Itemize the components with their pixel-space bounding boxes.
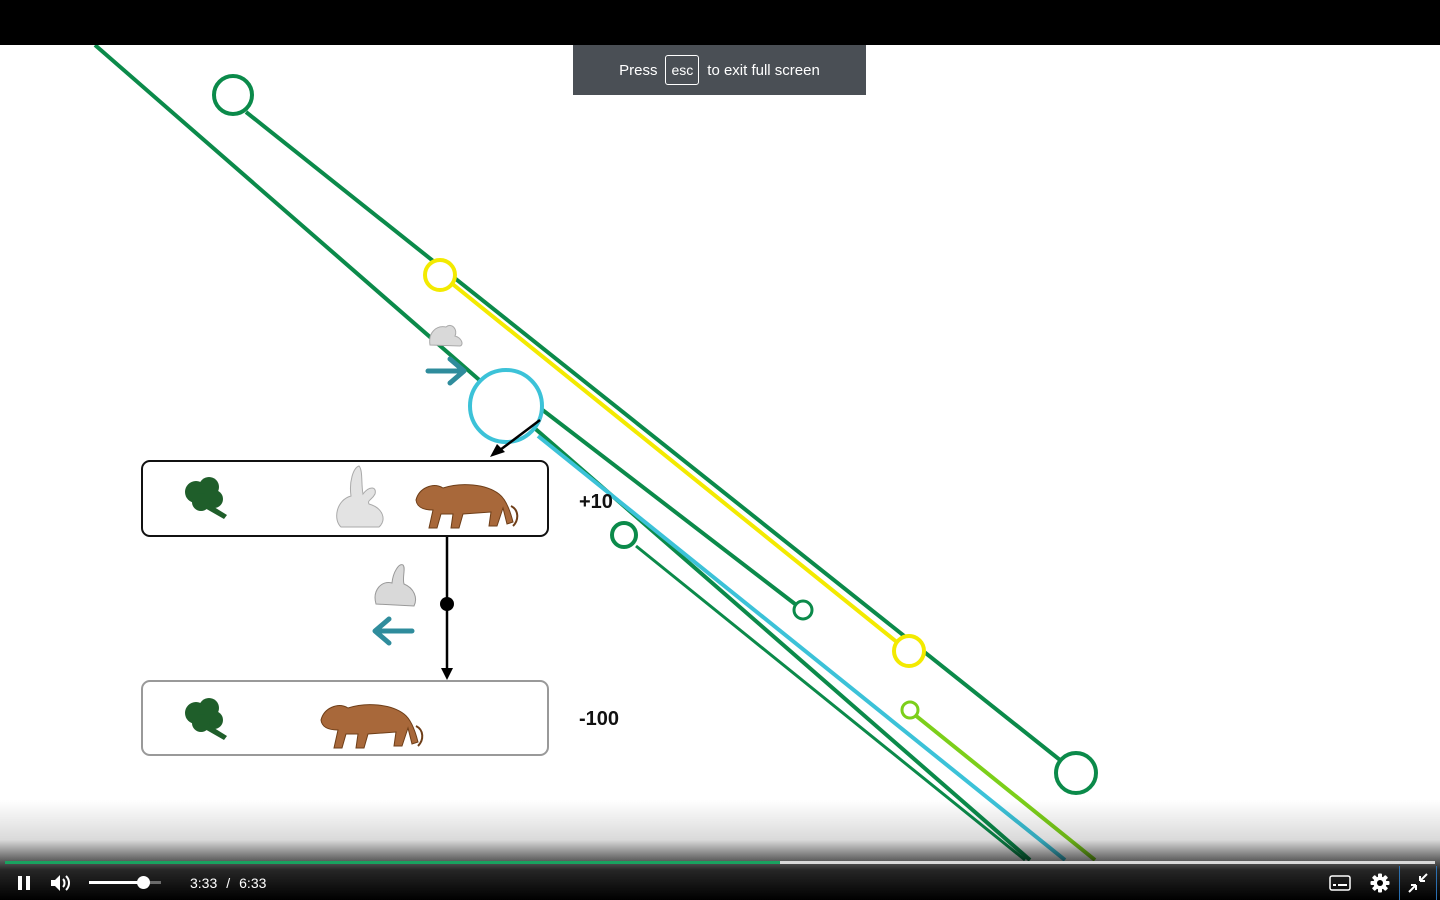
volume-slider[interactable] bbox=[89, 876, 161, 889]
teal-arrow-left-icon bbox=[372, 616, 415, 646]
node-yellow-bottom bbox=[892, 634, 926, 668]
node-yellow-top bbox=[423, 258, 457, 292]
fullscreen-toast: Press esc to exit full screen bbox=[573, 45, 866, 95]
rabbit-icon-small-top bbox=[429, 324, 463, 347]
green-line-outer bbox=[93, 45, 1032, 862]
cyan-line bbox=[536, 434, 1067, 862]
pointer-arrow bbox=[499, 419, 541, 451]
captions-button[interactable] bbox=[1322, 866, 1358, 900]
node-green-small-a bbox=[610, 521, 638, 549]
toast-suffix: to exit full screen bbox=[707, 61, 820, 79]
upper-score: +10 bbox=[579, 491, 613, 513]
pointer-arrow-head bbox=[490, 444, 505, 457]
yellow-line bbox=[448, 280, 900, 645]
time-display: 3:33 / 6:33 bbox=[190, 866, 266, 900]
controls-gradient bbox=[0, 800, 1440, 900]
control-bar: 3:33 / 6:33 bbox=[0, 866, 1440, 900]
green-line-mid bbox=[538, 406, 797, 606]
node-green-end bbox=[1054, 751, 1098, 795]
rabbit-icon bbox=[336, 465, 384, 528]
pause-button[interactable] bbox=[8, 866, 40, 900]
seek-bar[interactable] bbox=[5, 861, 1435, 864]
exit-fullscreen-button[interactable] bbox=[1399, 866, 1437, 900]
seek-bar-progress bbox=[5, 861, 781, 864]
teal-arrow-right-icon bbox=[425, 356, 467, 386]
current-time: 3:33 bbox=[190, 875, 218, 891]
volume-slider-fill bbox=[89, 881, 143, 884]
captions-icon bbox=[1329, 875, 1351, 891]
duration: 6:33 bbox=[239, 875, 267, 891]
toast-prefix: Press bbox=[619, 61, 658, 79]
gear-icon bbox=[1370, 873, 1390, 893]
slide-diagram bbox=[93, 45, 1098, 862]
esc-key-badge: esc bbox=[665, 55, 700, 85]
node-green-small-b bbox=[792, 599, 814, 621]
node-cyan-big bbox=[468, 368, 544, 444]
lower-score: -100 bbox=[579, 708, 620, 730]
node-lime-small bbox=[900, 700, 920, 720]
tiger-icon bbox=[320, 704, 424, 749]
mute-button[interactable] bbox=[45, 866, 77, 900]
transition-dot bbox=[440, 597, 454, 611]
state-box-upper bbox=[141, 460, 549, 537]
green-line-upper bbox=[244, 110, 1062, 762]
state-box-lower bbox=[141, 680, 549, 756]
volume-icon bbox=[51, 875, 70, 891]
time-separator: / bbox=[226, 875, 231, 891]
video-frame[interactable]: +10 -100 bbox=[0, 45, 1440, 900]
node-green-top bbox=[212, 74, 254, 116]
volume-slider-handle[interactable] bbox=[137, 876, 150, 889]
tiger-icon bbox=[415, 484, 519, 529]
transition-arrow-head bbox=[441, 668, 453, 680]
pause-icon bbox=[18, 876, 30, 890]
exit-fullscreen-icon bbox=[1408, 873, 1428, 893]
rabbit-icon-transition bbox=[374, 564, 417, 607]
broccoli-icon bbox=[185, 698, 227, 740]
settings-button[interactable] bbox=[1362, 866, 1398, 900]
broccoli-icon bbox=[185, 477, 227, 519]
